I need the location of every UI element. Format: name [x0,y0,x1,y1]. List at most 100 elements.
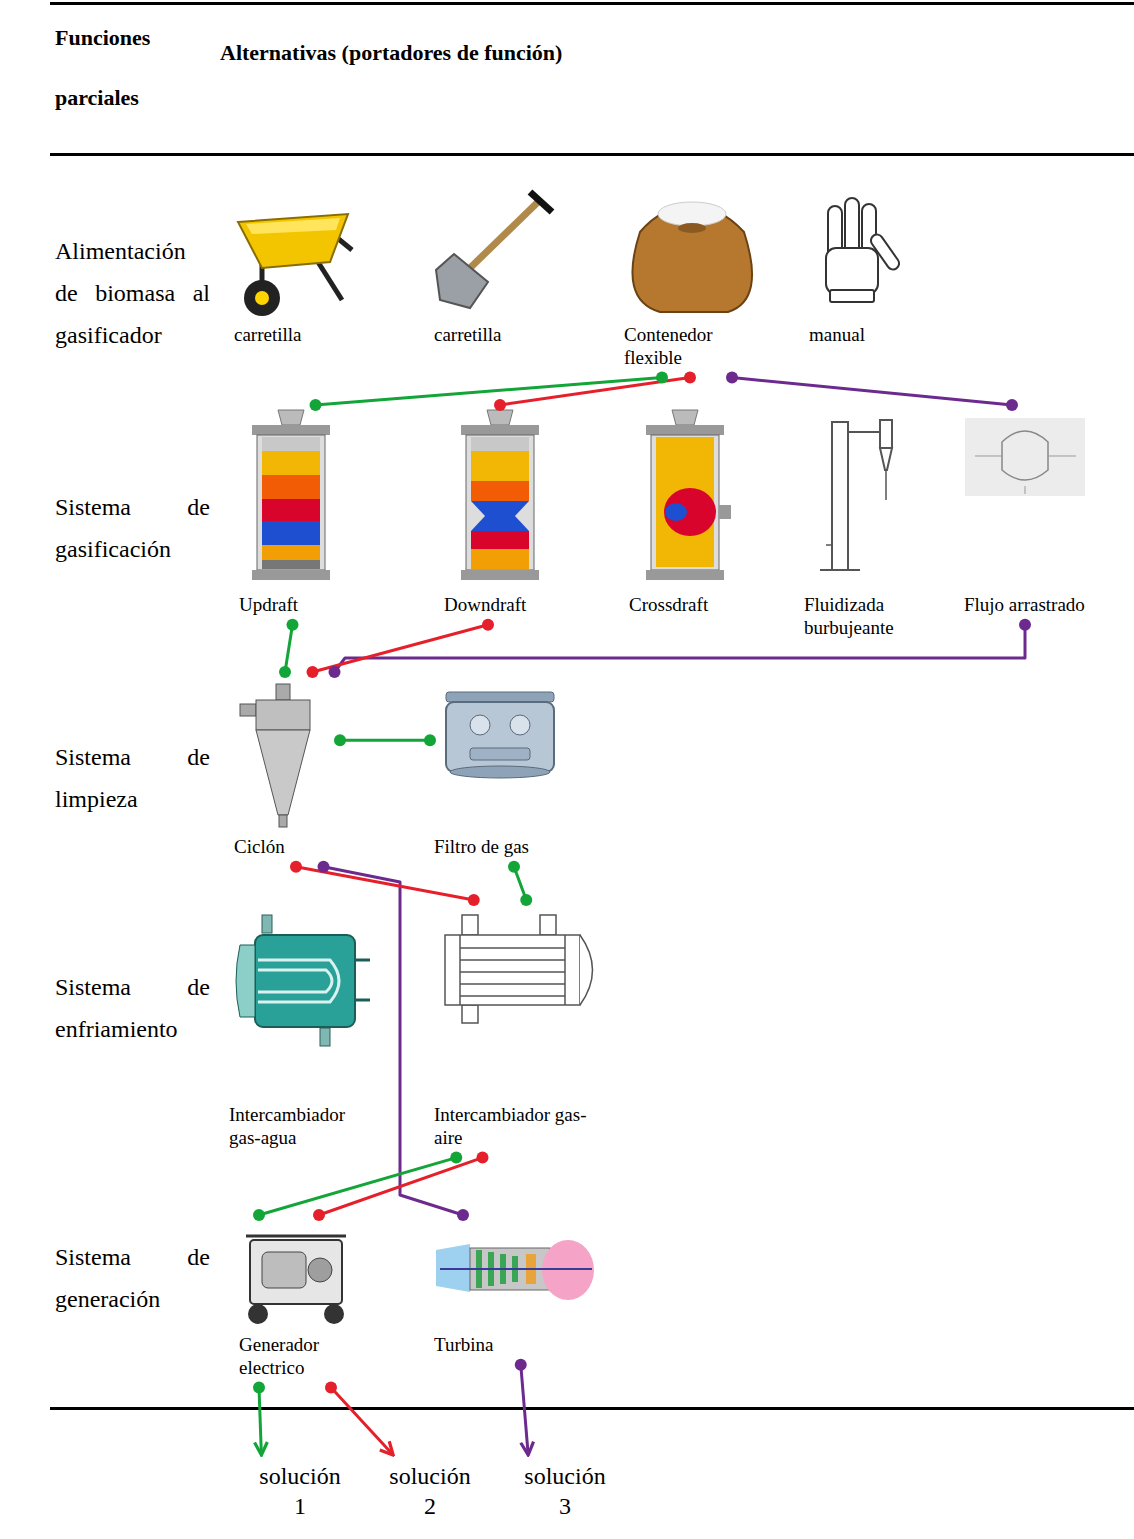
image-slot [230,185,350,320]
connector-dot [287,619,299,631]
drawing-rect [830,290,874,302]
connector-dot [310,399,322,411]
column-header: Funciones parciales [55,8,185,128]
drawing-rect [240,704,256,716]
connector-line [313,625,489,672]
gas-filter [446,692,554,778]
function-label: Sistema de limpieza [55,736,210,820]
alternative-caption: Intercambiador gas-aire [430,1100,605,1158]
alternative-item: Filtro de gas [430,672,570,867]
alternative-item: Contenedor flexible [620,185,760,378]
connector-line [319,1158,483,1215]
connector-dot [253,1209,265,1221]
connector-dot [424,734,436,746]
drawing-rect [471,481,529,501]
connector-dot [494,399,506,411]
drawing-rect [646,570,724,580]
connector-dot [656,372,668,384]
solution-text: solución 3 [519,1455,611,1525]
alternative-item: carretilla [230,185,350,355]
connector-dot [477,1152,489,1164]
drawing-rect [262,1252,306,1288]
alternative-item: Fluidizada burbujeante [800,405,920,648]
alternative-caption: Turbina [430,1330,595,1365]
image-slot [230,672,340,832]
image-slot [800,405,920,590]
drawing-ellipse [678,223,706,233]
connector-dot [1019,619,1031,631]
drawing-circle [324,1304,344,1324]
connector-dot [457,1209,469,1221]
drawing-rect [262,437,320,451]
drawing-ellipse [658,202,726,226]
drawing-line [1025,486,1026,494]
drawing-line [460,959,565,961]
drawing-rect [471,531,529,549]
alternative-caption: Flujo arrastrado [960,590,1090,625]
connector-dot [508,861,520,873]
connector-dot [318,861,330,873]
connector-dot [290,861,302,873]
drawing-rect [320,1028,330,1046]
drawing-rect [256,700,310,730]
drawing-line [460,995,565,997]
solution-label: solución 2 [384,1455,476,1525]
alternative-item: Ciclón [230,672,340,867]
drawing-path [258,970,332,992]
drawing-rect [50,2,1134,5]
drawing-path [236,945,255,1017]
drawing-rect [445,935,580,1005]
drawing-rect [832,422,848,570]
image-slot [430,672,570,832]
wheelbarrow-icon [238,214,352,316]
entrained-flow-gasifier [965,418,1085,496]
connector-line [259,1158,456,1215]
drawing-circle [255,291,269,305]
drawing-line [975,456,1002,457]
connector-line [331,1388,393,1455]
drawing-line [440,1268,592,1270]
drawing-rect [262,915,272,933]
drawing-circle [470,715,490,735]
function-label: Sistema de gasificación [55,486,210,570]
drawing-rect [276,684,290,700]
image-slot [960,405,1090,590]
drawing-rect [262,475,320,499]
drawing-rect [826,248,878,294]
drawing-rect [262,560,320,569]
drawing-rect [255,935,355,1027]
alternative-caption: Intercambiador gas-agua [225,1100,375,1158]
connector-dot [482,619,494,631]
drawing-line [820,569,860,571]
connector-dot [515,1359,527,1371]
drawing-rect [250,1240,342,1304]
connector-line [285,625,293,672]
connector-dot [325,1382,337,1394]
connector-line [335,625,1026,672]
sack-icon [632,202,752,312]
drawing-polygon [436,254,488,308]
connector-line [521,1365,528,1455]
gas-turbine [436,1240,594,1300]
drawing-line [564,935,566,1005]
drawing-rect [719,505,731,519]
drawing-rect [646,425,724,435]
electric-generator [246,1236,346,1324]
drawing-line [470,200,540,268]
drawing-rect [262,545,320,560]
alternative-item: Intercambiador gas-agua [225,900,375,1158]
solution-label: solución 1 [254,1455,346,1525]
drawing-path [258,960,339,1002]
drawing-line [848,431,880,433]
drawing-rect [446,692,554,702]
image-slot [235,1215,355,1330]
table-rules [50,2,1134,1410]
drawing-rect [262,499,320,521]
connector-dot [520,894,532,906]
drawing-path [580,935,593,1005]
drawing-rect [880,420,892,448]
drawing-circle [244,280,280,316]
image-slot [430,900,605,1100]
drawing-line [318,262,342,300]
drawing-circle [248,1304,268,1324]
